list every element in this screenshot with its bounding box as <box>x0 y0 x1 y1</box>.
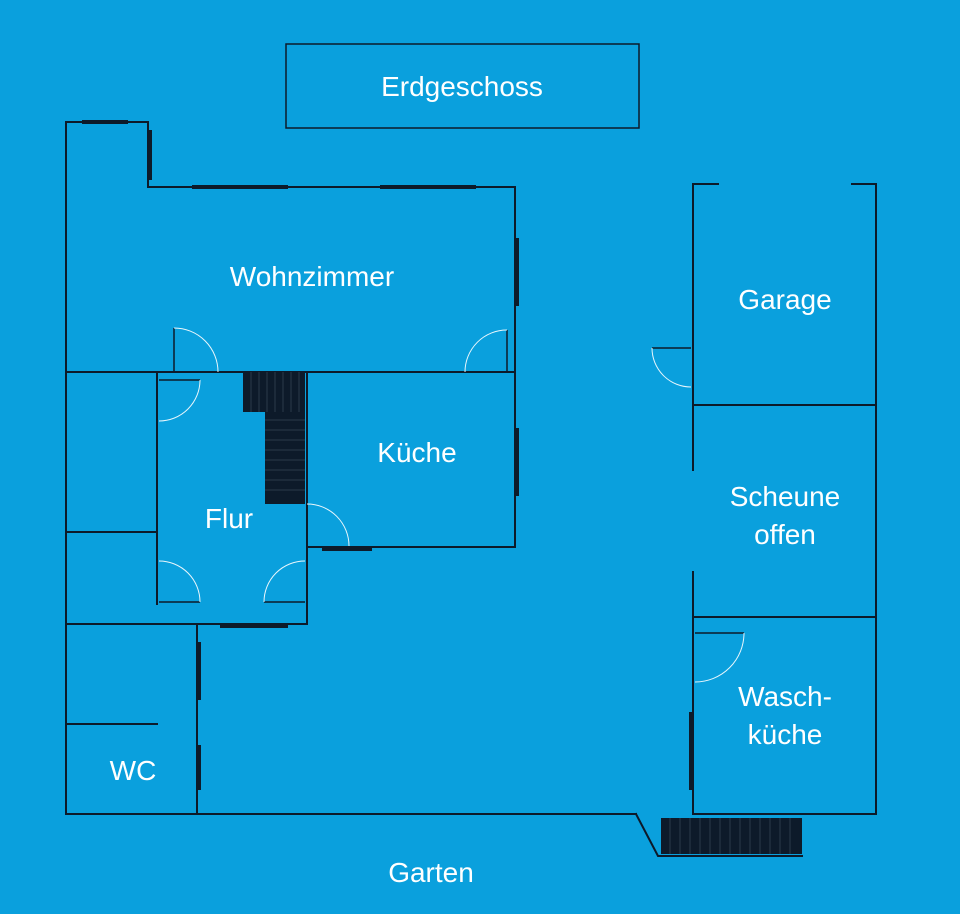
room-label-scheune-line2: offen <box>754 519 816 550</box>
title-box <box>285 43 640 129</box>
room-label-scheune-line1: Scheune <box>730 481 841 512</box>
floor-title: Erdgeschoss <box>381 71 543 102</box>
outside-staircase <box>661 818 802 854</box>
room-label-flur: Flur <box>205 503 253 534</box>
room-label-wc: WC <box>110 755 157 786</box>
outbuilding-doors <box>651 347 745 683</box>
room-label-waschkueche-line1: Wasch- <box>738 681 832 712</box>
outside-label-garten: Garten <box>388 857 474 888</box>
room-label-kueche: Küche <box>377 437 456 468</box>
outbuilding-walls <box>692 183 877 815</box>
room-label-garage: Garage <box>738 284 831 315</box>
room-label-waschkueche-line2: küche <box>748 719 823 750</box>
house-windows <box>82 120 519 790</box>
room-label-wohnzimmer: Wohnzimmer <box>230 261 394 292</box>
inner-staircase <box>243 372 305 504</box>
house-doors <box>158 327 508 603</box>
